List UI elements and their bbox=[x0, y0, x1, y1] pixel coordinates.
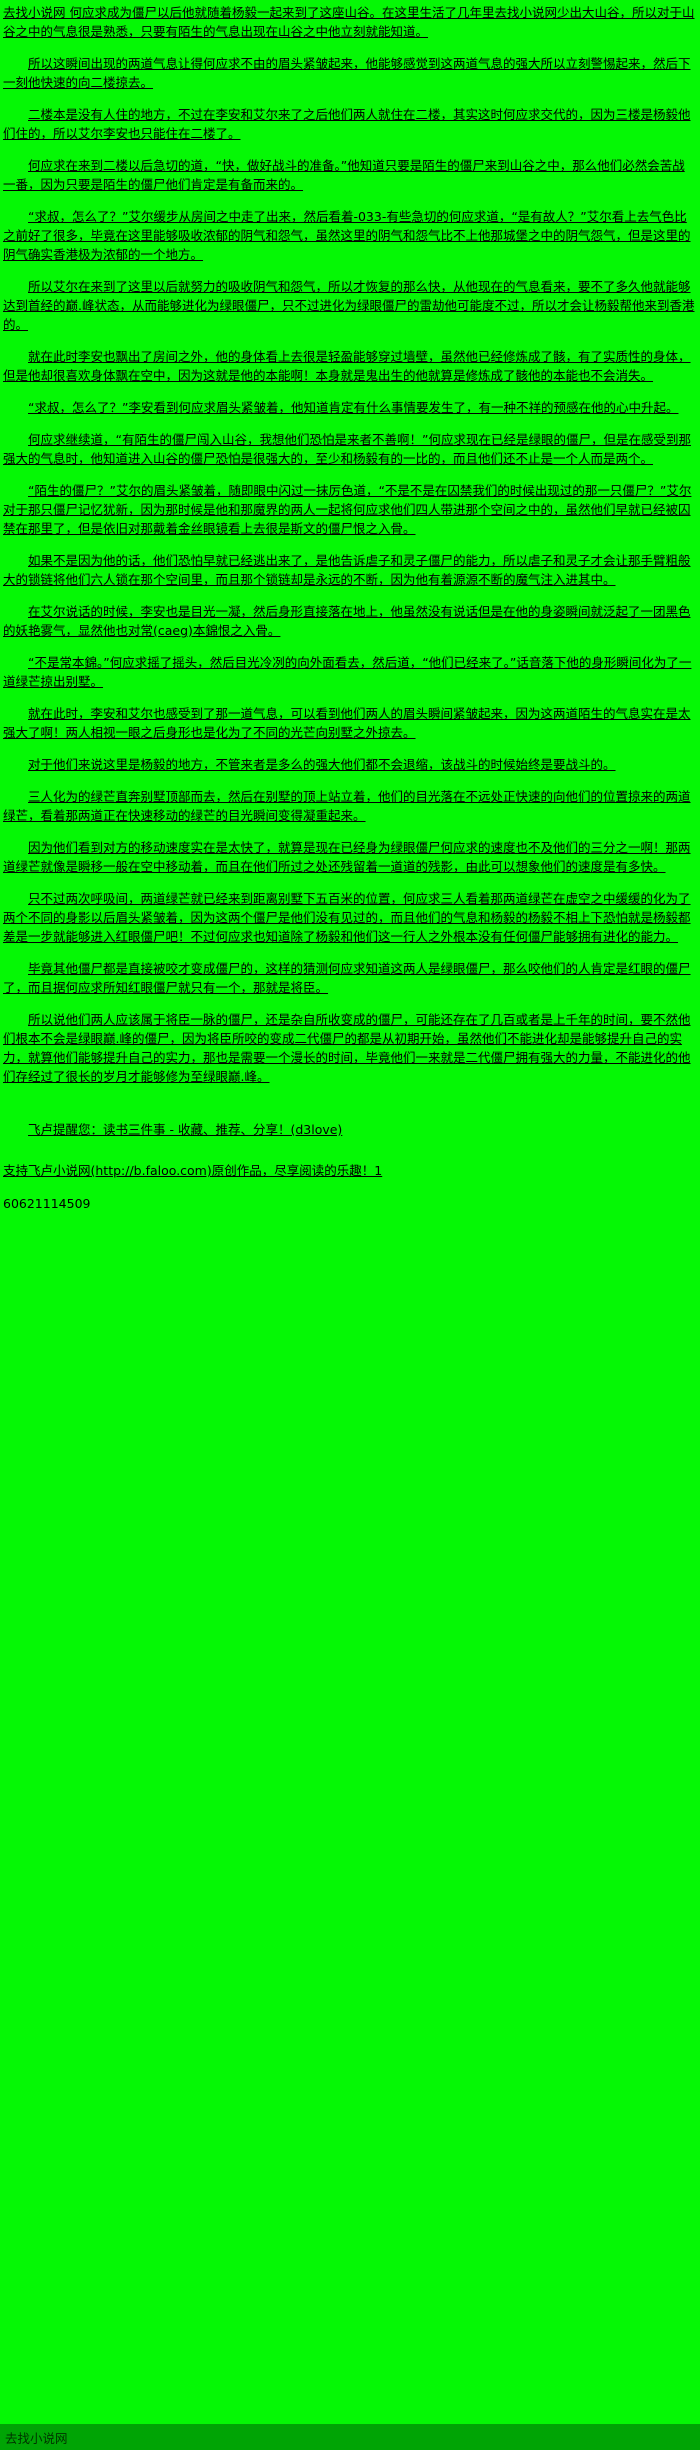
novel-paragraph-14: 就在此时，李安和艾尔也感受到了那一道气息，可以看到他们两人的眉头瞬间紧皱起来，因… bbox=[3, 706, 691, 740]
novel-paragraph-17: 因为他们看到对方的移动速度实在是太快了，就算是现在已经身为绿眼僵尸何应求的速度也… bbox=[3, 840, 691, 874]
novel-paragraph-9: 何应求继续道，“有陌生的僵尸闯入山谷，我想他们恐怕是来者不善啊！”何应求现在已经… bbox=[3, 432, 691, 466]
novel-paragraph-20: 所以说他们两人应该属于将臣一脉的僵尸，还是杂自所收变成的僵尸，可能还存在了几百或… bbox=[3, 1012, 691, 1084]
novel-content: 去找小说网 何应求成为僵尸以后他就随着杨毅一起来到了这座山谷。在这里生活了几年里… bbox=[3, 3, 697, 1086]
novel-paragraph-1: 去找小说网 何应求成为僵尸以后他就随着杨毅一起来到了这座山谷。在这里生活了几年里… bbox=[3, 5, 695, 39]
novel-paragraph-12: 在艾尔说话的时候，李安也是目光一凝，然后身形直接落在地上，他虽然没有说话但是在他… bbox=[3, 604, 691, 638]
novel-paragraph-19: 毕竟其他僵尸都是直接被咬才变成僵尸的，这样的猜测何应求知道这两人是绿眼僵尸，那么… bbox=[3, 961, 691, 995]
novel-paragraph-2: 所以这瞬间出现的两道气息让得何应求不由的眉头紧皱起来，他能够感觉到这两道气息的强… bbox=[3, 56, 691, 90]
novel-paragraph-3: 二楼本是没有人住的地方，不过在李安和艾尔来了之后他们两人就住在二楼，其实这时何应… bbox=[3, 107, 691, 141]
site-link[interactable]: 去找小说网 bbox=[5, 2430, 68, 2446]
novel-paragraph-13: “不是常本錦。”何应求摇了摇头，然后目光冷冽的向外面看去，然后道，“他们已经来了… bbox=[3, 655, 692, 689]
novel-paragraph-5: “求叔，怎么了？”艾尔缓步从房间之中走了出来，然后看着-033-有些急切的何应求… bbox=[3, 209, 691, 262]
novel-paragraph-6: 所以艾尔在来到了这里以后就努力的吸收阴气和怨气，所以才恢复的那么快，从他现在的气… bbox=[3, 279, 695, 332]
novel-paragraph-15: 对于他们来说这里是杨毅的地方，不管来者是多么的强大他们都不会退缩，该战斗的时候始… bbox=[28, 757, 616, 772]
novel-paragraph-16: 三人化为的绿芒直奔别墅顶部而去，然后在别墅的顶上站立着，他们的目光落在不远处正快… bbox=[3, 789, 691, 823]
reader-reminder: 飞卢提醒您：读书三件事 - 收藏、推荐、分享！(d3love) bbox=[28, 1122, 343, 1137]
novel-paragraph-18: 只不过两次呼吸间，两道绿芒就已经来到距离别墅下五百米的位置，何应求三人看着那两道… bbox=[3, 891, 691, 944]
page-code: 60621114509 bbox=[3, 1196, 91, 1211]
novel-paragraph-8: “求叔，怎么了？”李安看到何应求眉头紧皱着，他知道肯定有什么事情要发生了，有一种… bbox=[28, 400, 679, 415]
bottom-bar: 去找小说网 bbox=[0, 2424, 700, 2450]
novel-paragraph-10: “陌生的僵尸？”艾尔的眉头紧皱着，随即眼中闪过一抹厉色道，“不是不是在囚禁我们的… bbox=[3, 483, 692, 536]
support-notice[interactable]: 支持飞卢小说网(http://b.faloo.com)原创作品，尽享阅读的乐趣！… bbox=[3, 1163, 383, 1178]
novel-paragraph-7: 就在此时李安也飘出了房间之外，他的身体看上去很是轻盈能够穿过墙壁，虽然他已经修炼… bbox=[3, 349, 691, 383]
novel-paragraph-11: 如果不是因为他的话，他们恐怕早就已经逃出来了，是他告诉虐子和灵子僵尸的能力，所以… bbox=[3, 553, 691, 587]
novel-paragraph-4: 何应求在来到二楼以后急切的道，“快，做好战斗的准备。”他知道只要是陌生的僵尸来到… bbox=[3, 158, 685, 192]
